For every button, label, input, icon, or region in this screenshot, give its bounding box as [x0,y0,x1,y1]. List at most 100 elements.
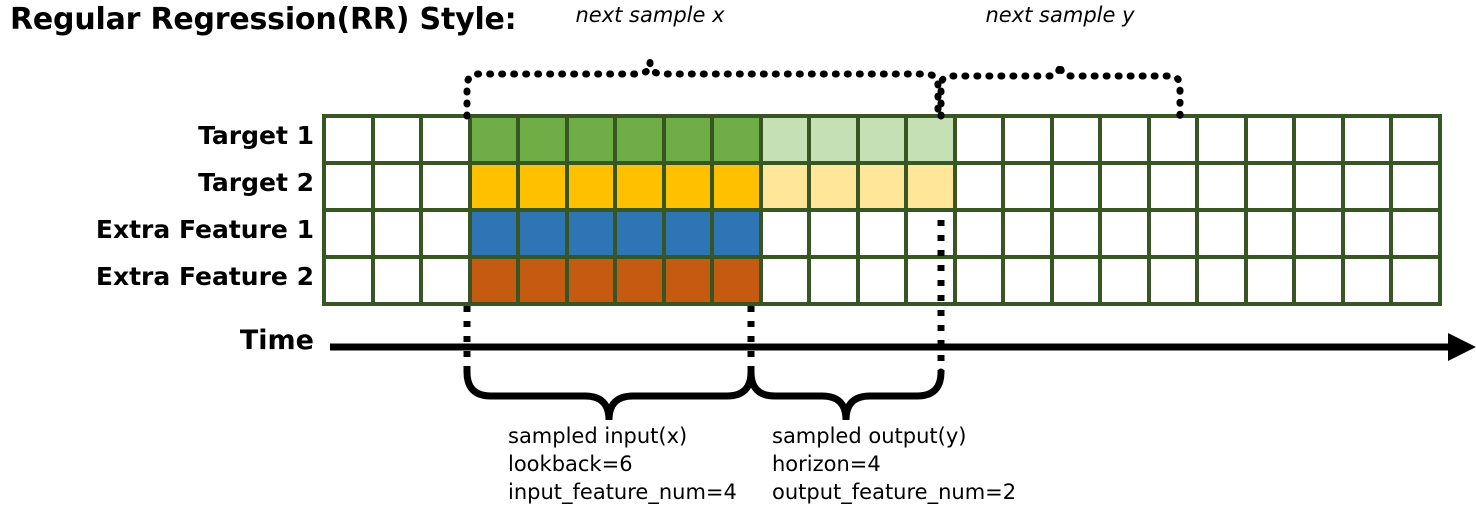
grid-cell-target-1-6-input [617,118,662,161]
sampled-input-caption: sampled input(x) lookback=6 input_feature_… [508,423,737,507]
grid-cell-extra-feature-1-17-empty [1150,212,1196,255]
time-axis-label: Time [239,325,314,356]
grid-cell-extra-feature-1-8-input [714,212,759,255]
next-sample-x-dotted-brace [463,61,942,120]
grid-cell-extra-feature-2-13-empty [956,259,1002,302]
grid-cell-extra-feature-1-19-empty [1247,212,1293,255]
grid-cell-extra-feature-2-0-empty [326,259,371,302]
grid-cell-target-1-21-empty [1344,118,1390,161]
sampled-input-line-1: lookback=6 [508,451,633,476]
grid-cell-extra-feature-2-8-input [714,259,759,302]
grid-cell-extra-feature-2-4-input [520,259,565,302]
sampled-output-brace [747,368,945,421]
grid-cell-target-1-8-input [714,118,759,161]
grid-cell-target-1-19-empty [1247,118,1293,161]
grid-cell-target-1-14-empty [1005,118,1050,161]
grid-row-target-1 [326,118,1438,161]
grid-cell-target-1-13-empty [956,118,1002,161]
grid-cell-extra-feature-1-14-empty [1005,212,1050,255]
grid-cell-target-2-19-empty [1247,165,1293,208]
grid-cell-target-1-17-empty [1150,118,1196,161]
sampled-input-brace [463,368,755,421]
grid-cell-extra-feature-2-14-empty [1005,259,1050,302]
grid-cell-target-1-2-empty [423,118,468,161]
grid-cell-target-2-13-empty [956,165,1002,208]
grid-cell-extra-feature-2-12-empty [908,259,953,302]
grid-cell-target-1-12-output [908,118,953,161]
grid-cell-extra-feature-2-15-empty [1053,259,1099,302]
grid-cell-target-1-1-empty [374,118,420,161]
grid-cell-target-1-0-empty [326,118,371,161]
grid-cell-target-2-18-empty [1199,165,1244,208]
grid-cell-target-2-21-empty [1344,165,1390,208]
grid-cell-target-2-6-input [617,165,662,208]
grid-cell-extra-feature-1-21-empty [1344,212,1390,255]
grid-cell-extra-feature-2-18-empty [1199,259,1244,302]
grid-cell-target-1-22-empty [1393,118,1438,161]
grid-cell-extra-feature-2-22-empty [1393,259,1438,302]
grid-cell-target-2-1-empty [374,165,420,208]
grid-cell-extra-feature-1-6-input [617,212,662,255]
grid-cell-target-2-4-input [520,165,565,208]
grid-cell-target-2-10-output [811,165,856,208]
grid-cell-extra-feature-1-7-input [665,212,711,255]
grid-cell-extra-feature-1-1-empty [374,212,420,255]
grid-cell-target-1-15-empty [1053,118,1099,161]
grid-cell-target-2-14-empty [1005,165,1050,208]
time-axis-arrow [330,333,1476,361]
grid-cell-extra-feature-2-19-empty [1247,259,1293,302]
grid-cell-extra-feature-1-20-empty [1296,212,1341,255]
sampled-input-line-0: sampled input(x) [508,424,688,448]
sampled-output-line-0: sampled output(y) [772,424,967,448]
sampled-output-line-2: output_feature_num=2 [772,479,1017,504]
grid-cell-extra-feature-1-10-empty [811,212,856,255]
grid-cell-target-2-15-empty [1053,165,1099,208]
grid-cell-extra-feature-2-16-empty [1102,259,1147,302]
next-sample-y-dotted-brace [937,63,1184,120]
grid-cell-target-2-5-input [568,165,614,208]
grid-cell-extra-feature-1-12-empty [908,212,953,255]
grid-cell-target-2-2-empty [423,165,468,208]
grid-cell-target-1-16-empty [1102,118,1147,161]
grid-cell-extra-feature-2-3-input [471,259,517,302]
grid-cell-target-1-7-input [665,118,711,161]
grid-cell-target-1-4-input [520,118,565,161]
grid-row-extra-feature-1 [326,212,1438,255]
grid-cell-extra-feature-2-10-empty [811,259,856,302]
grid-cell-target-2-8-input [714,165,759,208]
grid-row-target-2 [326,165,1438,208]
next-sample-y-label: next sample y [985,3,1135,27]
grid-cell-extra-feature-2-5-input [568,259,614,302]
grid-cell-target-1-9-output [762,118,808,161]
grid-cell-extra-feature-2-20-empty [1296,259,1341,302]
grid-cell-target-1-5-input [568,118,614,161]
grid-cell-extra-feature-1-22-empty [1393,212,1438,255]
grid-cell-target-2-20-empty [1296,165,1341,208]
grid-cell-extra-feature-2-21-empty [1344,259,1390,302]
grid-cell-target-2-16-empty [1102,165,1147,208]
grid-cell-extra-feature-2-1-empty [374,259,420,302]
grid-cell-target-1-3-input [471,118,517,161]
grid-row-extra-feature-2 [326,259,1438,302]
grid-cell-extra-feature-1-13-empty [956,212,1002,255]
grid-cell-extra-feature-2-17-empty [1150,259,1196,302]
grid-cell-target-1-18-empty [1199,118,1244,161]
timeline-grid [322,114,1442,306]
grid-cell-extra-feature-1-0-empty [326,212,371,255]
grid-cell-target-1-20-empty [1296,118,1341,161]
grid-cell-target-2-7-input [665,165,711,208]
grid-cell-target-1-11-output [859,118,905,161]
sampled-output-line-1: horizon=4 [772,451,881,476]
grid-cell-target-2-3-input [471,165,517,208]
page-title: Regular Regression(RR) Style: [10,2,517,37]
grid-cell-extra-feature-2-6-input [617,259,662,302]
row-label-target-1: Target 1 [198,121,314,150]
next-sample-x-label: next sample x [575,3,725,27]
grid-cell-extra-feature-1-2-empty [423,212,468,255]
sampled-input-line-2: input_feature_num=4 [508,479,737,504]
grid-cell-target-1-10-output [811,118,856,161]
grid-cell-extra-feature-1-18-empty [1199,212,1244,255]
grid-cell-target-2-12-output [908,165,953,208]
